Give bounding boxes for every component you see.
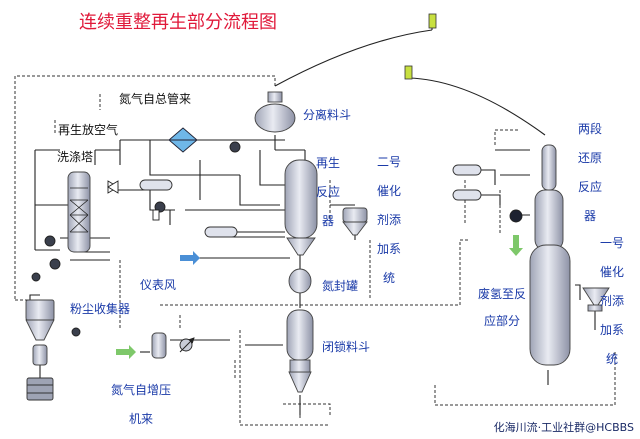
lock-hopper-neck [289,359,311,373]
label-instrument-air: 仪表风 [140,278,177,292]
second-addition-hopper [342,207,368,223]
diagram-title: 连续重整再生部分流程图 [79,12,277,33]
separation-hopper-vessel [254,103,296,133]
exchangers [139,164,482,238]
reduction-reactor-mid [534,189,564,251]
reduction-reactor-lower [529,244,571,366]
label-regenerator: 再生反应器 [315,156,340,228]
label-lock-hopper: 闭锁料斗 [322,340,371,354]
regenerator-vessel [284,159,318,239]
label-nitrogen-compressor: 氮气自增压机来 [110,383,171,426]
label-separation-hopper: 分离料斗 [303,108,352,122]
flow-arrows [116,235,523,359]
label-second-addition: 二号催化剂添加系统 [377,155,402,285]
line-markers [404,13,437,80]
wash-tower-vessel [67,171,91,253]
watermark: 化海川流·工业社群@HCBBS [493,421,634,434]
lock-hopper-cone [288,371,312,393]
label-nitrogen-header: 氮气自总管来 [119,92,192,106]
label-first-addition: 一号催化剂添加系统 [599,236,624,366]
nitrogen-seal-drum [288,268,312,294]
vessels [25,91,610,393]
valves [107,180,160,221]
pumps [31,141,523,352]
air-cooler [168,127,198,153]
label-waste-hydrogen: 废氢至反应部分 [477,287,526,328]
regenerator-cone [286,237,316,256]
label-wash-tower: 洗涤塔 [57,150,94,164]
catalyst-drums [26,377,54,401]
lock-hopper-vessel [286,309,314,361]
label-reduction-reactor: 两段还原反应器 [577,122,602,223]
dust-collector-vessel [25,299,55,321]
label-vent-air: 再生放空气 [58,123,119,137]
reduction-reactor-upper [541,144,557,191]
wash-tower-internals [69,187,89,233]
label-dust-collector: 粉尘收集器 [70,302,131,316]
separation-hopper-top [267,91,283,103]
label-nitrogen-seal: 氮封罐 [322,279,359,293]
nitrogen-receiver [151,332,167,359]
